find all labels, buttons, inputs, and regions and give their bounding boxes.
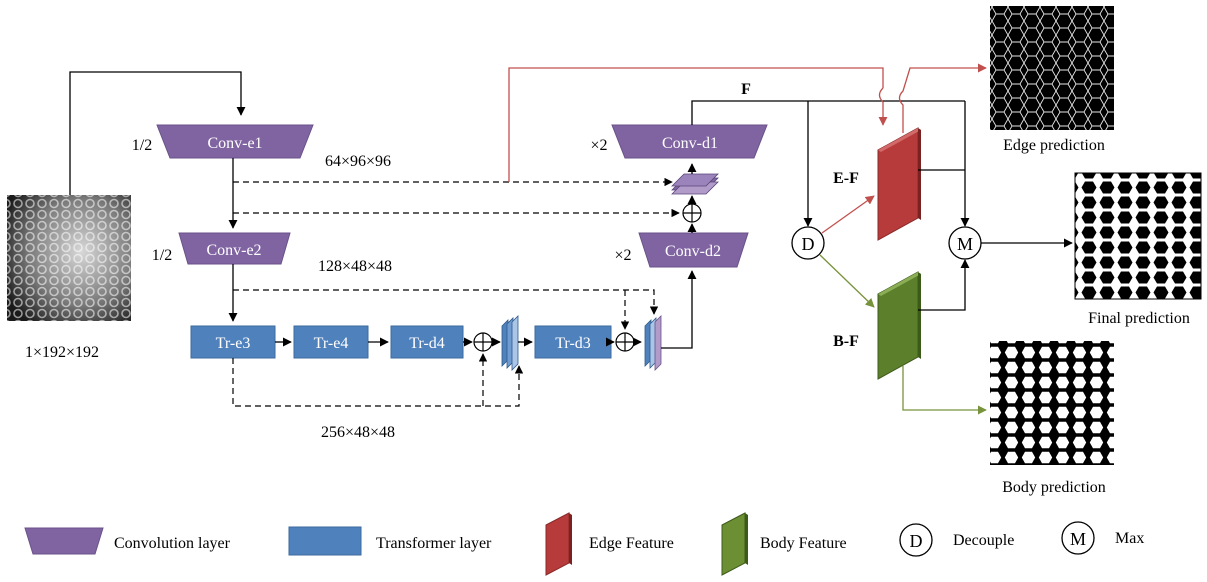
edge-feature-to-edge-prediction-arrow [898,63,987,133]
input-to-conv-e1-arrow [69,71,246,195]
final-prediction-image [1074,172,1202,300]
add-icon [615,332,635,352]
tr-d3-label: Tr-d3 [555,335,591,352]
edge-feature-block [877,127,921,241]
input-image [7,195,131,321]
body-prediction-image [990,341,1114,465]
skip-connection-128 [233,289,659,315]
decouple-to-body-feature-arrow [819,254,875,308]
legend-edge-label: Edge Feature [589,535,674,552]
tr-e4-label: Tr-e4 [314,335,349,352]
feature-f-label: F [741,81,751,98]
body-prediction-label: Body prediction [1002,479,1106,496]
edge-feature-label: E-F [833,170,859,187]
max-node: M [948,226,982,260]
legend-conv-swatch [24,527,104,555]
conv-d1-label: Conv-d1 [662,135,718,152]
decouple-to-edge-feature-arrow [821,195,875,234]
tr-e3-label: Tr-e3 [216,335,251,352]
legend-decouple-symbol: D [899,523,933,557]
concat-to-conv-d2-arrow [661,270,697,349]
edge-supervision-hop [878,87,888,126]
legend-conv-label: Convolution layer [114,535,231,552]
final-prediction-label: Final prediction [1088,310,1190,327]
legend: Convolution layer Transformer layer Edge… [24,512,1144,576]
concat-feature-stack-icon [501,315,519,371]
legend-edge-swatch [545,512,572,576]
legend-decouple-label: Decouple [953,532,1014,549]
legend-transformer-swatch [288,526,362,556]
edge-prediction-image [990,6,1114,130]
decouple-node: D [791,226,825,260]
conv-d1-scale: ×2 [590,137,607,154]
skip-128-label: 128×48×48 [318,258,392,275]
conv-e1-label: Conv-e1 [207,135,262,152]
conv-d2-scale: ×2 [614,247,631,264]
add-icon [682,203,702,223]
conv-e2-label: Conv-e2 [206,242,261,259]
tr-d3-block [534,325,612,359]
tr-e3-block [190,325,276,359]
conv-e1-block [156,124,314,159]
body-feature-to-max-arrow [918,259,970,311]
skip-connection-256 [232,358,524,407]
legend-body-label: Body Feature [760,535,847,552]
svg-text:M: M [1070,529,1086,549]
skip-256-label: 256×48×48 [321,424,395,441]
conv-e2-block [178,232,291,265]
concat-feature-stack-icon [671,173,719,195]
legend-max-symbol: M [1061,521,1095,555]
conv-d1-block [611,124,768,159]
edge-supervision-line [508,67,884,182]
concat-feature-stack-icon [644,315,662,371]
add-icon [473,332,493,352]
conv-d2-block [638,232,749,268]
svg-text:D: D [910,531,923,551]
skip-64-label: 64×96×96 [325,153,391,170]
conv-d2-label: Conv-d2 [665,243,721,260]
body-feature-block [877,271,921,380]
feature-f-bus [691,100,965,125]
legend-transformer-label: Transformer layer [376,535,492,552]
body-feature-label: B-F [833,333,859,350]
body-feature-to-body-prediction-arrow [902,366,987,415]
legend-max-label: Max [1115,530,1144,547]
input-size-label: 1×192×192 [25,344,99,361]
conv-e2-scale: 1/2 [152,247,172,264]
conv-e1-scale: 1/2 [132,137,152,154]
svg-text:M: M [957,234,973,254]
tr-d4-label: Tr-d4 [409,335,445,352]
edge-prediction-label: Edge prediction [1003,137,1105,154]
tr-d4-block [390,325,464,359]
legend-body-swatch [721,512,748,576]
svg-text:D: D [802,234,815,254]
